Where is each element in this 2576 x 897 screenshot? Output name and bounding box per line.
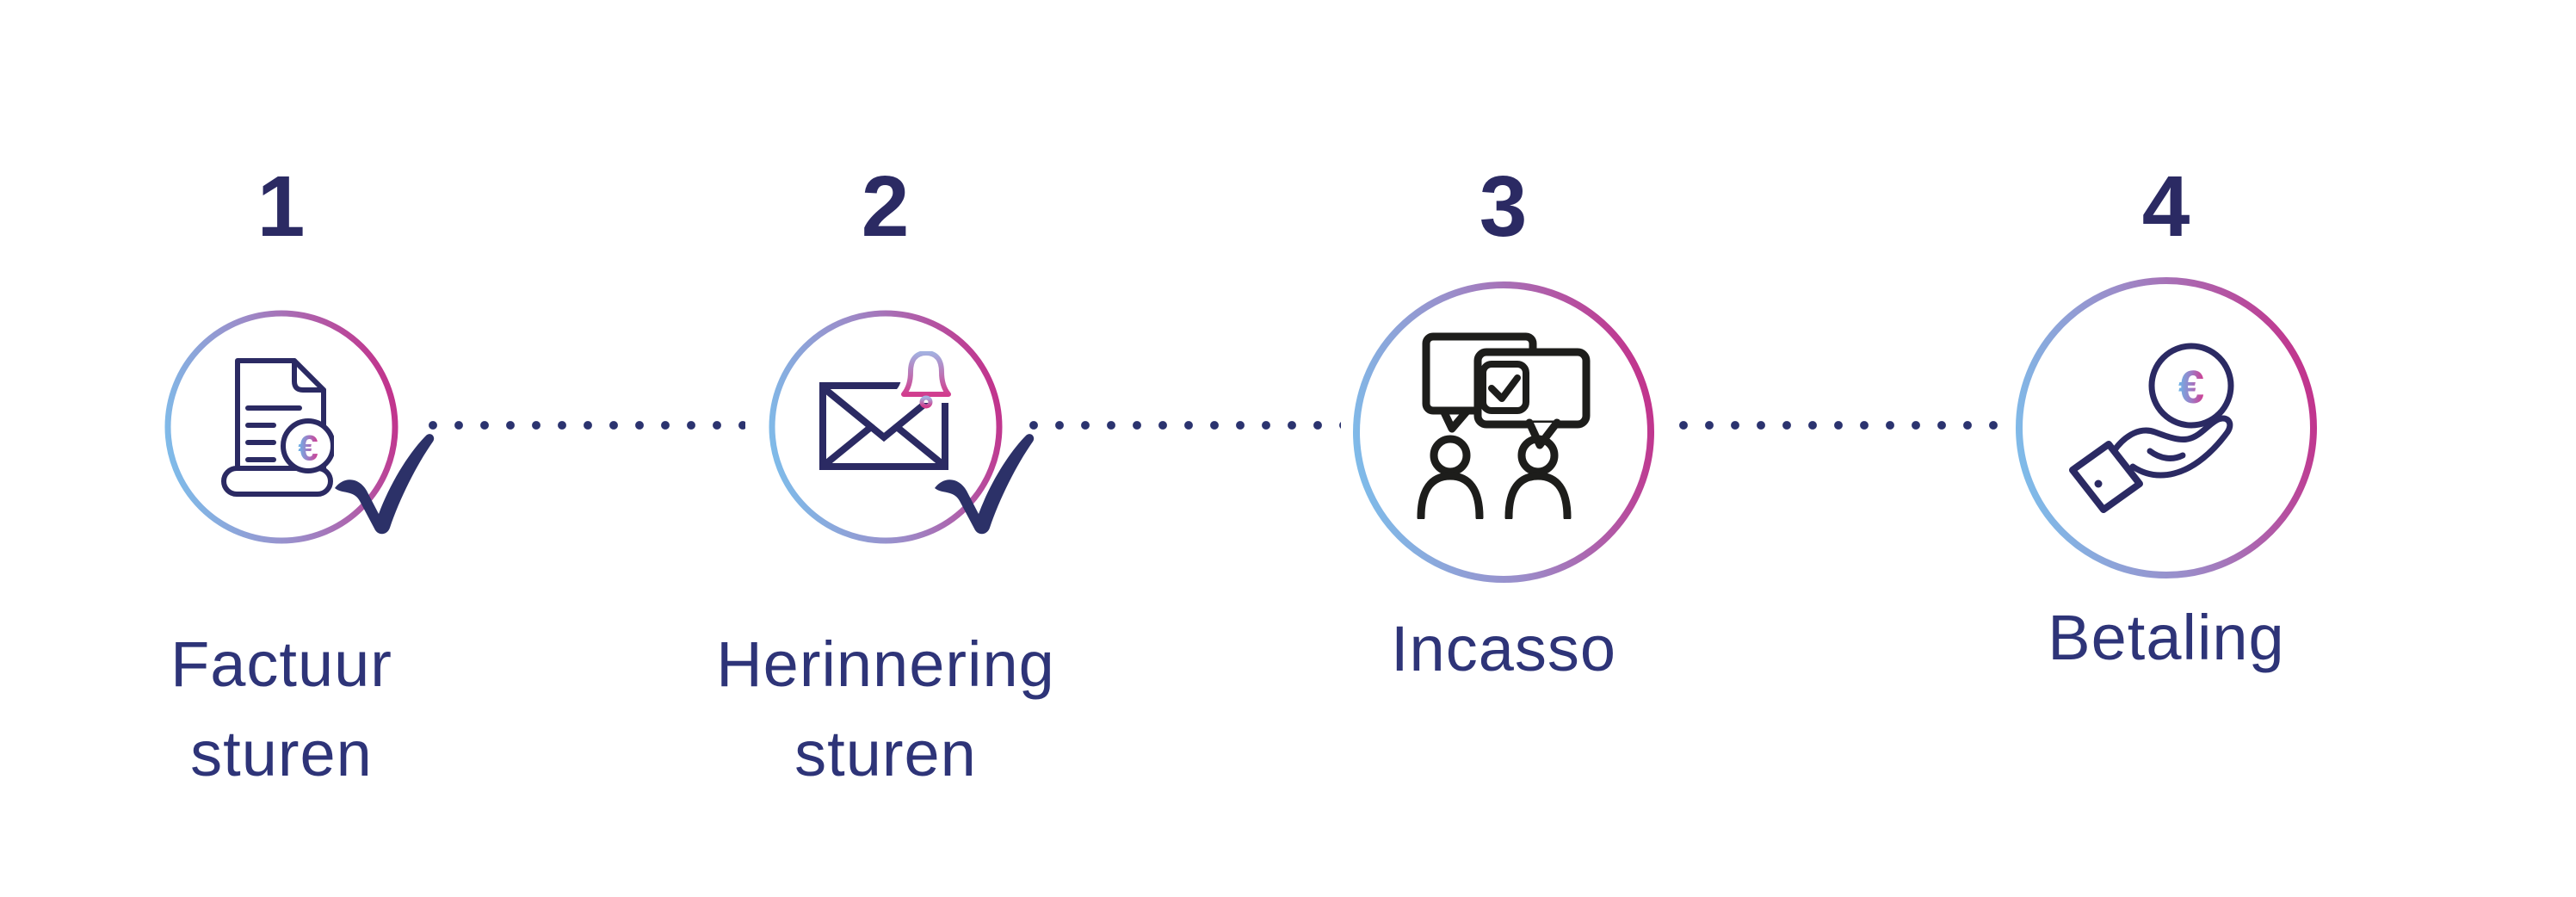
dotted-connector-3 — [1671, 421, 1998, 430]
bell-icon — [885, 351, 967, 409]
step-3-circle — [1353, 281, 1654, 583]
euro-symbol: € — [2178, 362, 2204, 413]
step-1-label: Factuur sturen — [170, 628, 392, 789]
invoice-euro-icon: € — [221, 358, 334, 497]
step-2-check-icon — [935, 434, 1035, 535]
step-1-circle — [164, 310, 398, 544]
step-2-number: 2 — [861, 158, 911, 255]
envelope-bell-icon — [819, 351, 967, 470]
chat-check-people-icon — [1417, 332, 1591, 519]
dotted-connector-2 — [1021, 421, 1341, 430]
dotted-connector-1 — [420, 421, 745, 430]
euro-symbol: € — [298, 428, 318, 468]
step-2-circle — [769, 310, 1003, 544]
step-4-label: Betaling — [2048, 602, 2285, 673]
step-3-label: Incasso — [1390, 613, 1617, 684]
hand-euro-icon: € — [2069, 343, 2234, 513]
step-3-number: 3 — [1479, 158, 1529, 255]
step-1-check-icon — [335, 434, 435, 535]
step-1-number: 1 — [256, 158, 306, 255]
step-2-label: Herinnering sturen — [716, 628, 1055, 789]
step-4-number: 4 — [2141, 158, 2191, 255]
step-4-circle — [2016, 277, 2317, 578]
